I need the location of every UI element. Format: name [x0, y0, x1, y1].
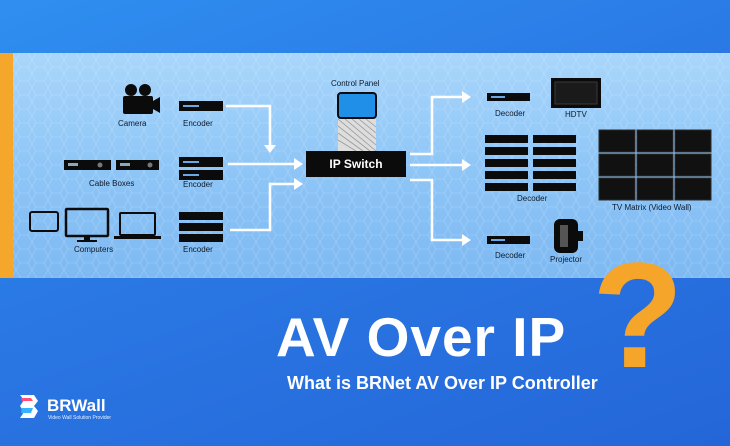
accent-bar [0, 53, 13, 278]
encoder-label: Encoder [183, 119, 213, 128]
cable-boxes-label: Cable Boxes [89, 179, 135, 188]
decoder-device [487, 236, 530, 244]
hdtv-icon [551, 78, 601, 108]
decoder-label: Decoder [517, 194, 548, 203]
encoder-device [179, 212, 223, 242]
headline-title: AV Over IP [276, 306, 567, 368]
arrow-head [462, 91, 471, 103]
cable-box-icon [64, 160, 111, 170]
laptop-icon [114, 212, 161, 239]
input-connector-arrows [226, 104, 296, 232]
tv-matrix-label: TV Matrix (Video Wall) [612, 203, 692, 212]
decoder-label: Decoder [495, 251, 526, 260]
brwall-logo-icon [20, 395, 38, 418]
ip-switch: IP Switch [306, 151, 406, 177]
decoder-stack [485, 135, 576, 191]
control-panel-device [337, 92, 377, 152]
computers-label: Computers [74, 245, 114, 254]
arrow-head [462, 159, 471, 171]
hdtv-label: HDTV [565, 110, 587, 119]
headline-subtitle: What is BRNet AV Over IP Controller [287, 373, 598, 393]
brand-name: BRWall [47, 396, 106, 415]
projector-label: Projector [550, 255, 583, 264]
cable-box-icon [116, 160, 159, 170]
arrow-head [294, 178, 303, 190]
decoder-label: Decoder [495, 109, 526, 118]
brand-tagline: Video Wall Solution Provider [48, 415, 112, 421]
encoder-label: Encoder [183, 180, 213, 189]
video-wall-icon [598, 129, 712, 201]
question-mark: ? [592, 231, 684, 399]
encoder-device [179, 157, 223, 180]
projector-icon [554, 219, 583, 253]
camera-label: Camera [118, 119, 147, 128]
arrow-head [294, 158, 303, 170]
tablet-icon [29, 211, 59, 232]
control-panel-label: Control Panel [331, 79, 380, 88]
output-connector-arrows [410, 95, 464, 242]
encoder-label: Encoder [183, 245, 213, 254]
monitor-icon [64, 207, 110, 242]
decoder-device [487, 93, 530, 101]
arrow-head [462, 234, 471, 246]
encoder-device [179, 101, 223, 111]
camera-icon [123, 84, 160, 114]
arrow-head [264, 145, 276, 153]
